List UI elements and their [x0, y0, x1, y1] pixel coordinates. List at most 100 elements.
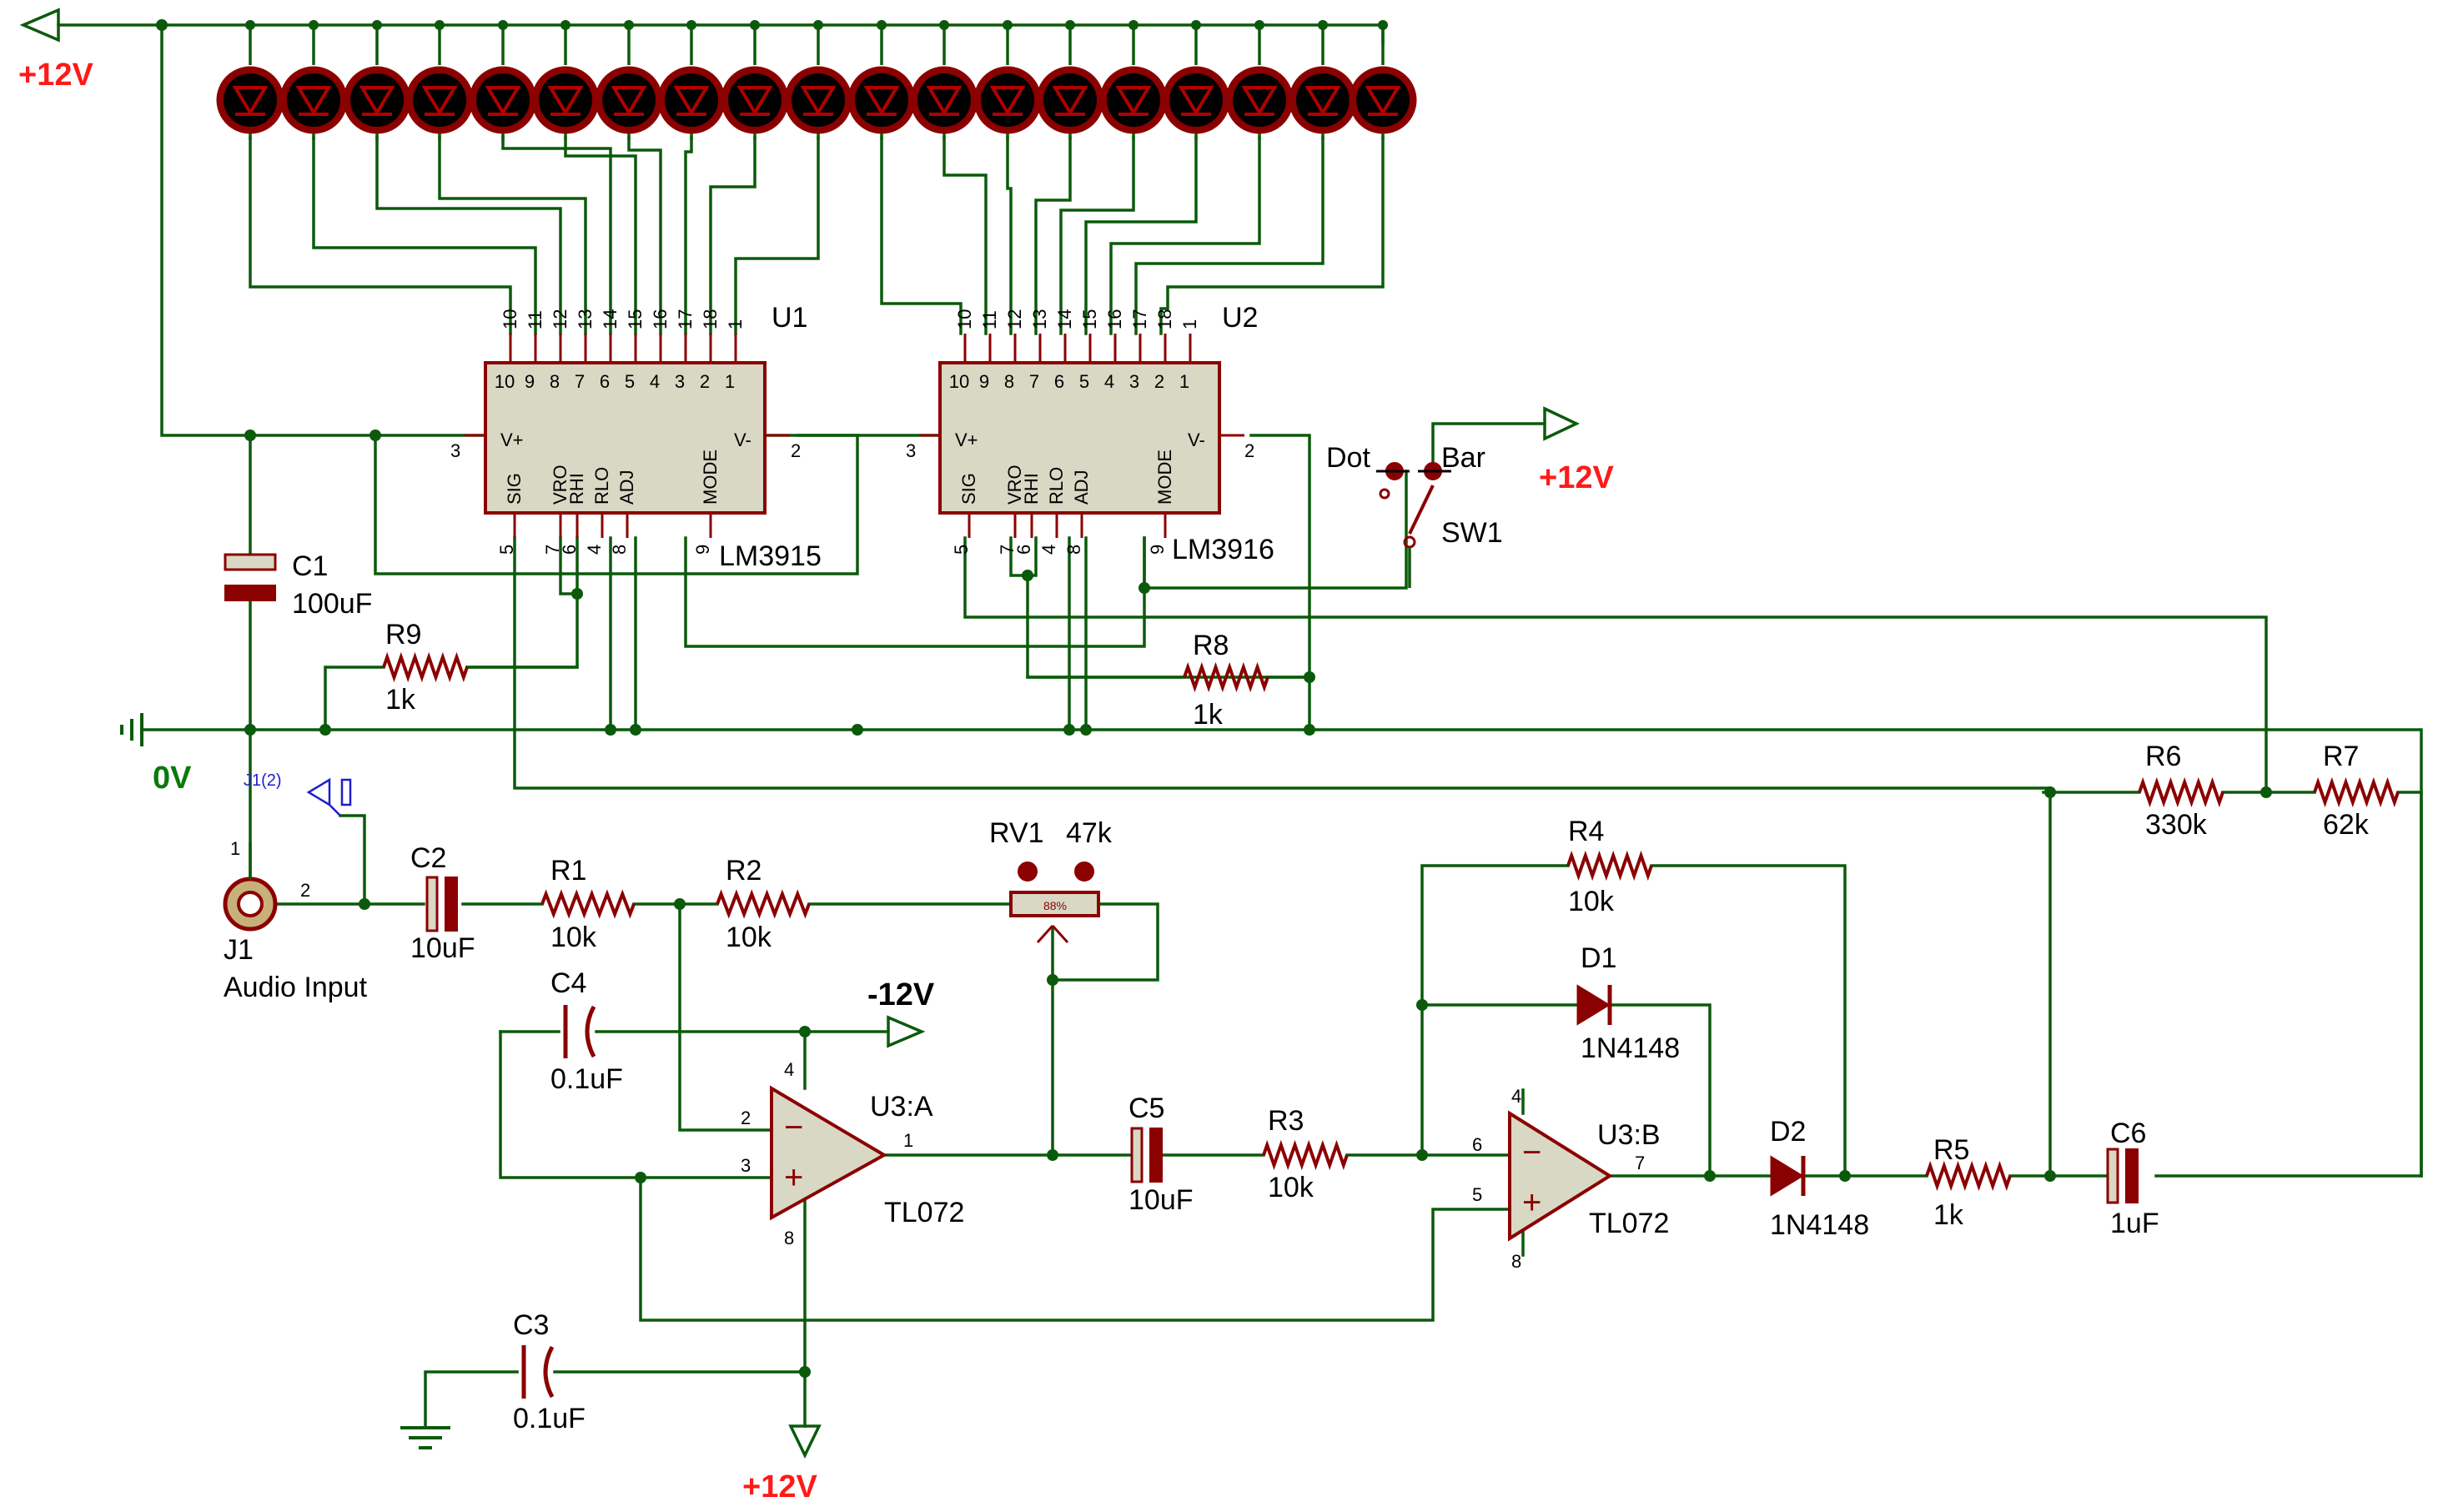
u2-inner-pin: 5: [1079, 371, 1089, 392]
r5-ref: R5: [1933, 1134, 1969, 1166]
led-face: [1233, 73, 1286, 127]
r4-ref: R4: [1568, 816, 1604, 847]
u2-bottom-name: ADJ: [1071, 470, 1092, 505]
chip-u2-right-pin: 2: [1244, 440, 1254, 461]
junction-dot-2: [369, 429, 381, 441]
component-labels: C1 100uF R9 1k R8 1k R6 330k R7 62k J1(2…: [18, 58, 2370, 1504]
u2-top-pin: 1: [1179, 319, 1200, 329]
u1-inner-pin: 2: [700, 371, 710, 392]
c4-ref: C4: [550, 967, 586, 999]
junction-dot-8: [1063, 724, 1075, 736]
u2-bottom-wires: [963, 470, 2268, 794]
c1-plate-b: [224, 585, 276, 601]
u2-top-pin: 16: [1104, 309, 1125, 329]
u2-bottom-pin: 9: [1147, 545, 1168, 555]
j1-value: Audio Input: [224, 972, 368, 1003]
led-2: [279, 20, 348, 140]
arrow-pos-top-icon: [19, 8, 60, 43]
led-junction: [372, 20, 382, 30]
junction-dot-9: [1080, 724, 1092, 736]
led-junction: [750, 20, 760, 30]
led-junction: [498, 20, 508, 30]
led-diode-icon: [800, 86, 837, 116]
u1-bottom-pin: 8: [609, 545, 630, 555]
led-face: [1169, 73, 1223, 127]
u1-bottom-name: ADJ: [616, 470, 637, 505]
u2-bottom-name: MODE: [1154, 450, 1175, 505]
junction-dot-12: [571, 588, 583, 600]
power-symbols: [19, 8, 1581, 1459]
u2-inner-pin: 8: [1004, 371, 1014, 392]
led-junction: [1378, 20, 1388, 30]
junction-dot-18: [1047, 1149, 1058, 1161]
rv1-knob-right: [1074, 861, 1094, 882]
opamp-u3a-vplus-pin: 4: [784, 1059, 794, 1080]
u2-bottom-name: VRO: [1004, 465, 1025, 505]
u2-inner-pin: 7: [1029, 371, 1039, 392]
chip-u1-vminus-label: V-: [734, 429, 751, 450]
junction-dot-1: [244, 429, 256, 441]
led-face: [1107, 73, 1160, 127]
led-diode-icon: [1241, 86, 1278, 116]
chip-u2-vminus-label: V-: [1188, 429, 1205, 450]
r3-resistor: [1262, 1139, 1349, 1171]
u1-inner-pin: 4: [650, 371, 660, 392]
opamp-u3b-plus-sign: +: [1522, 1184, 1541, 1221]
u2-inner-pin: 3: [1129, 371, 1139, 392]
c6-capacitor-plate-b: [2125, 1148, 2139, 1203]
r6-r7-wire: [2042, 791, 2423, 1178]
chip-u1-vplus-label: V+: [500, 429, 524, 450]
u2-top-pin: 11: [979, 310, 1000, 329]
u1-top-pin: 11: [525, 310, 545, 329]
led-5: [469, 20, 537, 140]
u1-bottom-pin: 4: [584, 545, 605, 555]
u3b-feedback-wire: [1420, 864, 1847, 1178]
junction-dots: [156, 19, 2272, 1378]
led-junction: [1191, 20, 1201, 30]
r8-value: 1k: [1193, 699, 1224, 731]
led-face: [287, 73, 340, 127]
j1-ref: J1: [224, 934, 254, 966]
led-diode-icon: [736, 86, 773, 116]
led-diode-icon: [1304, 86, 1341, 116]
junction-dot-23: [1416, 999, 1428, 1011]
led-junction: [1128, 20, 1139, 30]
junction-dot-24: [1704, 1170, 1716, 1182]
r2-resistor: [716, 889, 811, 919]
opamp-u3a-minus-pin: 2: [741, 1108, 751, 1128]
led-11: [847, 20, 916, 140]
arrow-pos-bottom-icon: [788, 1424, 822, 1459]
led-diode-icon: [1365, 86, 1401, 116]
chip-u2-vplus-label: V+: [955, 429, 978, 450]
led-diode-icon: [421, 86, 458, 116]
r1-to-opamp-wire: [678, 902, 773, 1132]
d2-ref: D2: [1770, 1116, 1806, 1148]
u1-bottom-pin: 7: [542, 545, 563, 555]
c3-wire: [424, 1370, 807, 1428]
led-17: [1225, 20, 1294, 140]
j1-probe-label: J1(2): [244, 771, 282, 790]
u1-top-pin: 18: [700, 309, 721, 329]
junction-dot-15: [359, 898, 370, 910]
opamp-u3b-minus-sign: −: [1522, 1134, 1541, 1171]
led-18: [1289, 20, 1357, 140]
opamp-u3a-ref: U3:A: [870, 1091, 933, 1123]
junction-dot-10: [1304, 724, 1315, 736]
u2-inner-pin: 4: [1104, 371, 1114, 392]
led-9: [721, 20, 789, 140]
c3-capacitor-plate-b: [543, 1345, 555, 1399]
u1-inner-pin: 8: [550, 371, 560, 392]
opamp-u3b-ref: U3:B: [1597, 1119, 1661, 1151]
u1-bottom-pin: 9: [692, 545, 713, 555]
c5-ref: C5: [1128, 1093, 1164, 1124]
led-7: [595, 20, 663, 140]
opamp-u3a-plus-pin: 3: [741, 1155, 751, 1176]
led-row: [216, 20, 1417, 140]
u2-top-pin: 14: [1054, 309, 1075, 329]
led-4: [405, 20, 474, 140]
u1-inner-pin: 7: [575, 371, 585, 392]
r9-value: 1k: [385, 684, 416, 716]
u1-top-pin: 14: [600, 309, 621, 329]
c5-value: 10uF: [1128, 1184, 1194, 1216]
led-junction: [309, 20, 319, 30]
